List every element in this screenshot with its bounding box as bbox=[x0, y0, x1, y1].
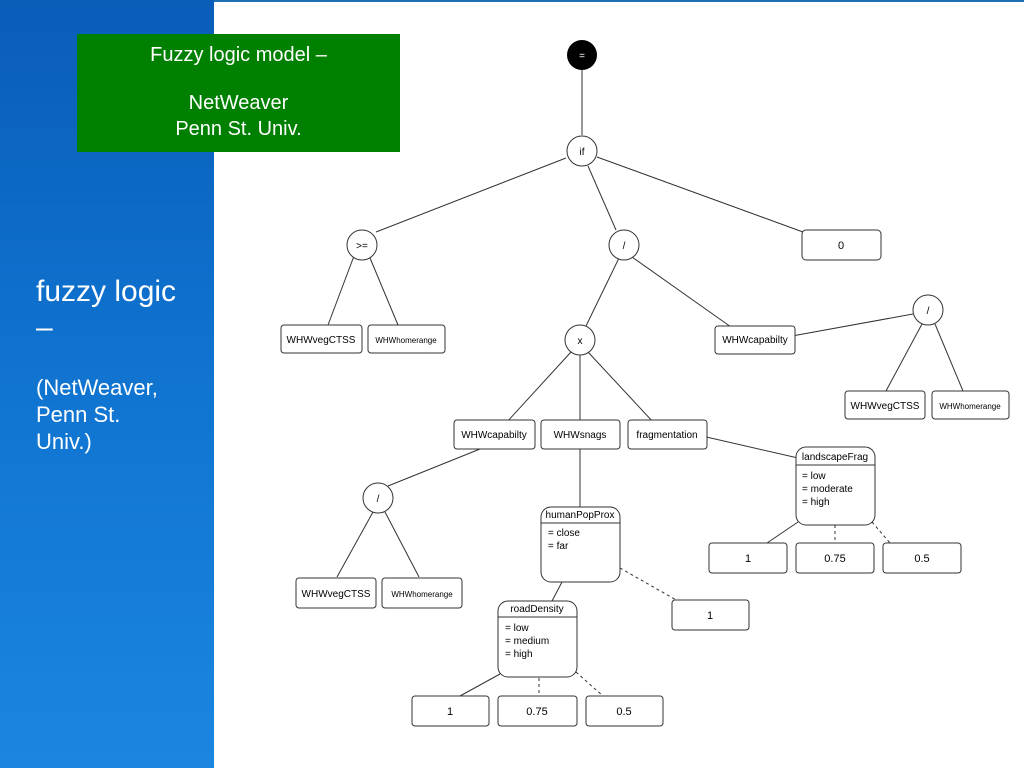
landscape-value-node bbox=[708, 542, 788, 574]
road-value-node bbox=[585, 695, 664, 727]
fragmentation-node bbox=[627, 419, 708, 450]
divide-node bbox=[608, 229, 640, 261]
whwveg-node-1 bbox=[280, 324, 363, 354]
road-value: 0.75 bbox=[526, 706, 547, 718]
whwhome-label-1: WHWhomerange bbox=[375, 336, 437, 345]
divide-label-3: / bbox=[377, 494, 380, 505]
landscape-value: 0.5 bbox=[914, 553, 929, 565]
multiply-node bbox=[564, 324, 596, 356]
road-value-node bbox=[497, 695, 578, 727]
whwcap-label-2: WHWcapabilty bbox=[461, 430, 527, 441]
root-label: = bbox=[579, 51, 585, 62]
humanpopprox-value: 1 bbox=[707, 610, 713, 622]
whwhome-label-3: WHWhomerange bbox=[391, 590, 453, 599]
fragmentation-label: fragmentation bbox=[636, 430, 697, 441]
tree-dashed-edges bbox=[538, 521, 891, 697]
if-node bbox=[566, 135, 598, 167]
whwhome-label-2: WHWhomerange bbox=[939, 402, 1001, 411]
landscape-value-node bbox=[795, 542, 875, 574]
roaddensity-item: = high bbox=[505, 649, 533, 660]
model-badge: Fuzzy logic model – NetWeaver Penn St. U… bbox=[77, 34, 400, 152]
road-value: 1 bbox=[447, 706, 453, 718]
humanpopprox-item: = far bbox=[548, 541, 569, 552]
landscapefrag-title: landscapeFrag bbox=[802, 452, 868, 463]
landscapefrag-item: = low bbox=[802, 471, 826, 482]
whwcap-label-1: WHWcapabilty bbox=[722, 335, 788, 346]
whwcap-node-1 bbox=[714, 325, 796, 355]
top-rule bbox=[214, 0, 1024, 2]
roaddensity-item: = medium bbox=[505, 636, 549, 647]
if-label: if bbox=[580, 147, 585, 158]
zero-label: 0 bbox=[838, 240, 844, 252]
humanpopprox-item: = close bbox=[548, 528, 580, 539]
roaddensity-item: = low bbox=[505, 623, 529, 634]
landscapefrag-item: = high bbox=[802, 497, 830, 508]
slide-subtitle: (NetWeaver, Penn St. Univ.) bbox=[36, 375, 158, 454]
road-value-node bbox=[411, 695, 490, 727]
divide-node-2 bbox=[912, 294, 944, 326]
badge-line-1: Fuzzy logic model – bbox=[150, 44, 327, 66]
slide-title: fuzzy logic – bbox=[36, 275, 177, 344]
divide-label: / bbox=[623, 241, 626, 252]
whwcap-node-2 bbox=[453, 419, 536, 450]
whwveg-label-3: WHWvegCTSS bbox=[302, 589, 371, 600]
humanpopprox-node bbox=[540, 506, 621, 583]
gte-label: >= bbox=[356, 241, 368, 252]
badge-line-2: NetWeaver Penn St. Univ. bbox=[175, 92, 302, 140]
whwveg-node-2 bbox=[844, 390, 926, 420]
whwveg-label-2: WHWvegCTSS bbox=[851, 401, 920, 412]
road-value: 0.5 bbox=[616, 706, 631, 718]
zero-node bbox=[801, 229, 882, 261]
root-node bbox=[567, 40, 597, 70]
whwsnags-label: WHWsnags bbox=[554, 430, 607, 441]
whwveg-label-1: WHWvegCTSS bbox=[287, 335, 356, 346]
divide-label-2: / bbox=[927, 306, 930, 317]
humanpopprox-value-node bbox=[671, 599, 750, 631]
roaddensity-node bbox=[497, 600, 578, 678]
landscape-value: 0.75 bbox=[824, 553, 845, 565]
whwveg-node-3 bbox=[295, 577, 377, 609]
whwhome-node-2 bbox=[931, 390, 1010, 420]
roaddensity-title: roadDensity bbox=[510, 604, 563, 615]
humanpopprox-title: humanPopProx bbox=[546, 510, 615, 521]
tree-edges bbox=[327, 70, 964, 697]
multiply-label: x bbox=[578, 336, 583, 347]
gte-node bbox=[346, 229, 378, 261]
landscape-value: 1 bbox=[745, 553, 751, 565]
landscapefrag-node bbox=[795, 446, 876, 526]
landscapefrag-item: = moderate bbox=[802, 484, 853, 495]
landscape-value-node bbox=[882, 542, 962, 574]
whwsnags-node bbox=[540, 419, 621, 450]
whwhome-node-3 bbox=[381, 577, 463, 609]
divide-node-3 bbox=[362, 482, 394, 514]
whwhome-node-1 bbox=[367, 324, 446, 354]
